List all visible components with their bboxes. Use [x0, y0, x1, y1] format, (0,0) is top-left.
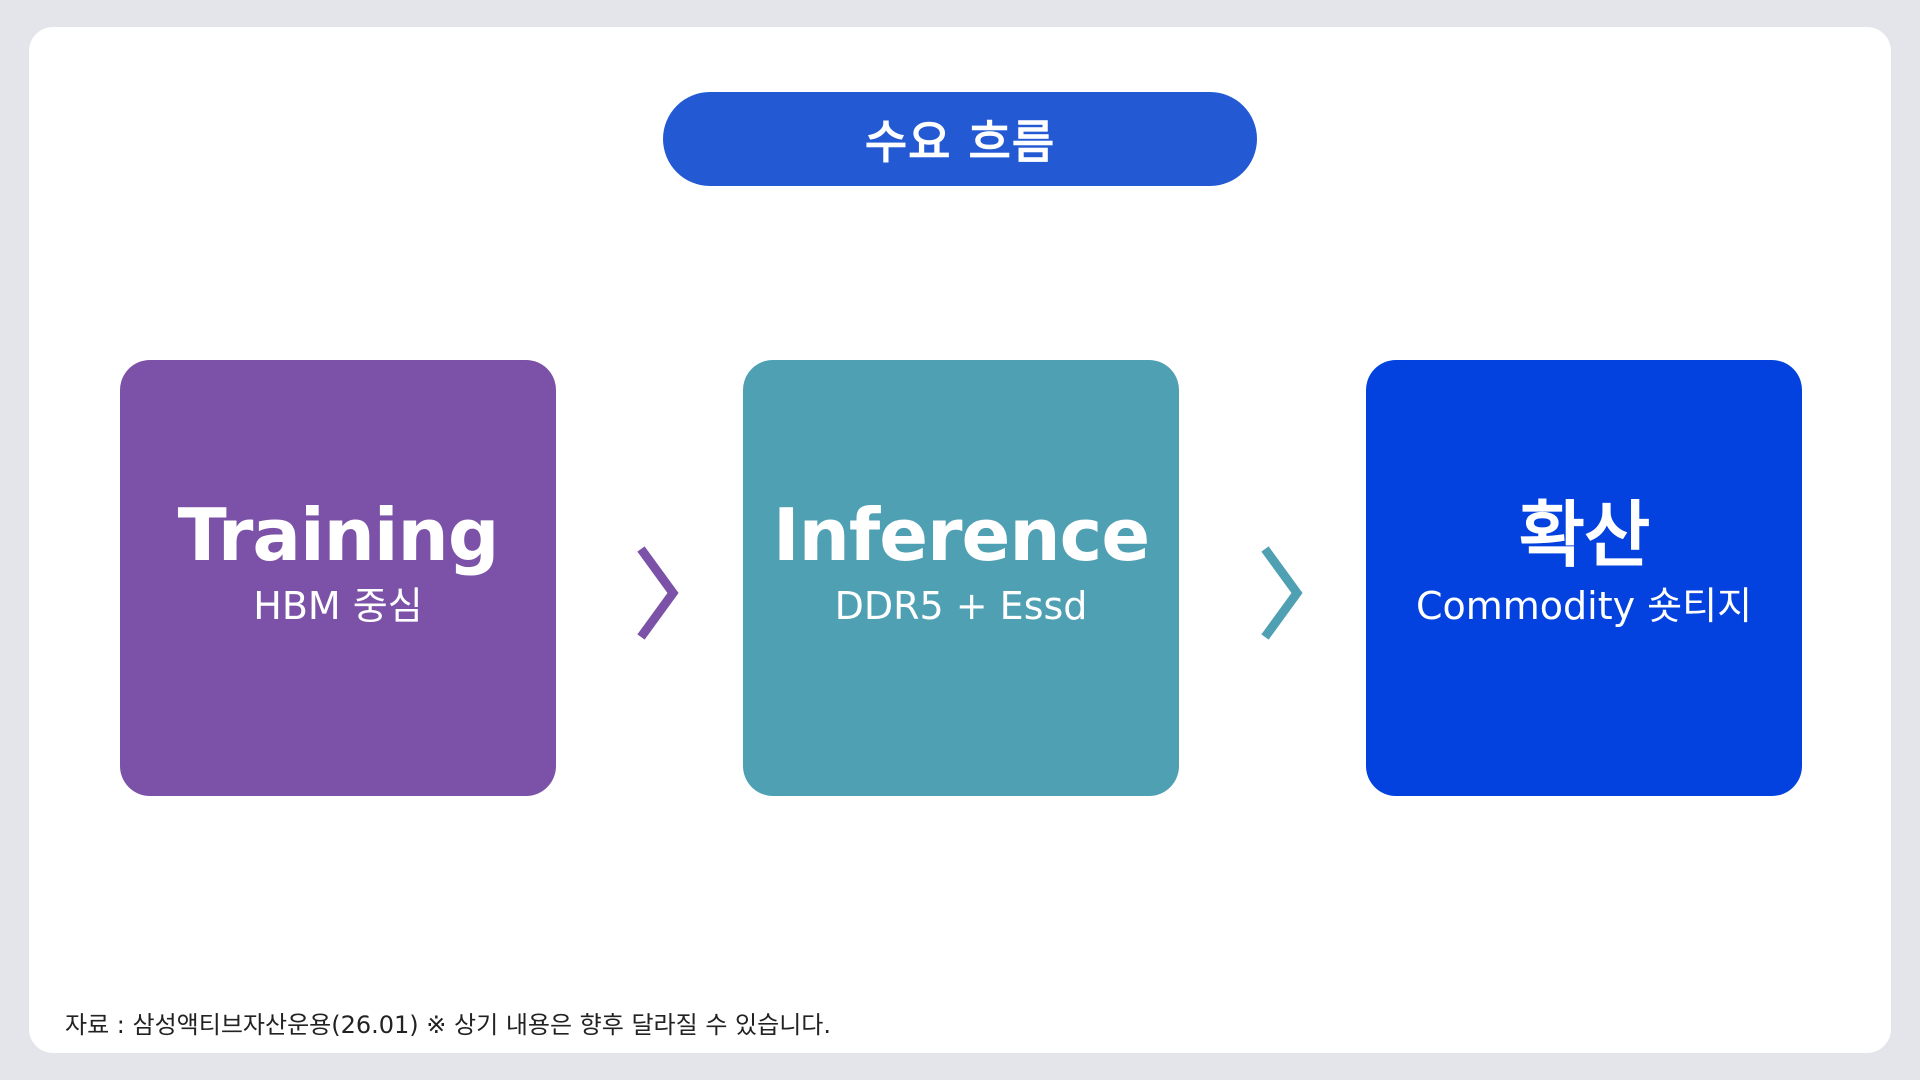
flow-step-title: 확산	[1518, 493, 1650, 577]
flow-step-subtitle: HBM 중심	[253, 584, 423, 628]
chevron-right-icon-stroke	[637, 546, 679, 640]
flow-step-title: Inference	[772, 493, 1150, 577]
flow-step-inference: Inference DDR5 + Essd	[743, 360, 1179, 796]
flow-step-title: Training	[177, 493, 500, 577]
flow-step-subtitle: Commodity 숏티지	[1415, 584, 1753, 628]
flow-step-training: Training HBM 중심	[120, 360, 556, 796]
chevron-right-icon	[637, 546, 679, 640]
flow-step-subtitle: DDR5 + Essd	[834, 584, 1088, 628]
chevron-right-icon-stroke	[1261, 546, 1303, 640]
header-pill: 수요 흐름	[663, 92, 1257, 186]
source-footnote: 자료 : 삼성액티브자산운용(26.01) ※ 상기 내용은 향후 달라질 수 …	[65, 1011, 831, 1039]
flow-step-expansion: 확산 Commodity 숏티지	[1366, 360, 1802, 796]
chevron-right-icon	[1261, 546, 1303, 640]
slide-card: 수요 흐름 Training HBM 중심 Inference DDR5 + E…	[29, 27, 1891, 1053]
